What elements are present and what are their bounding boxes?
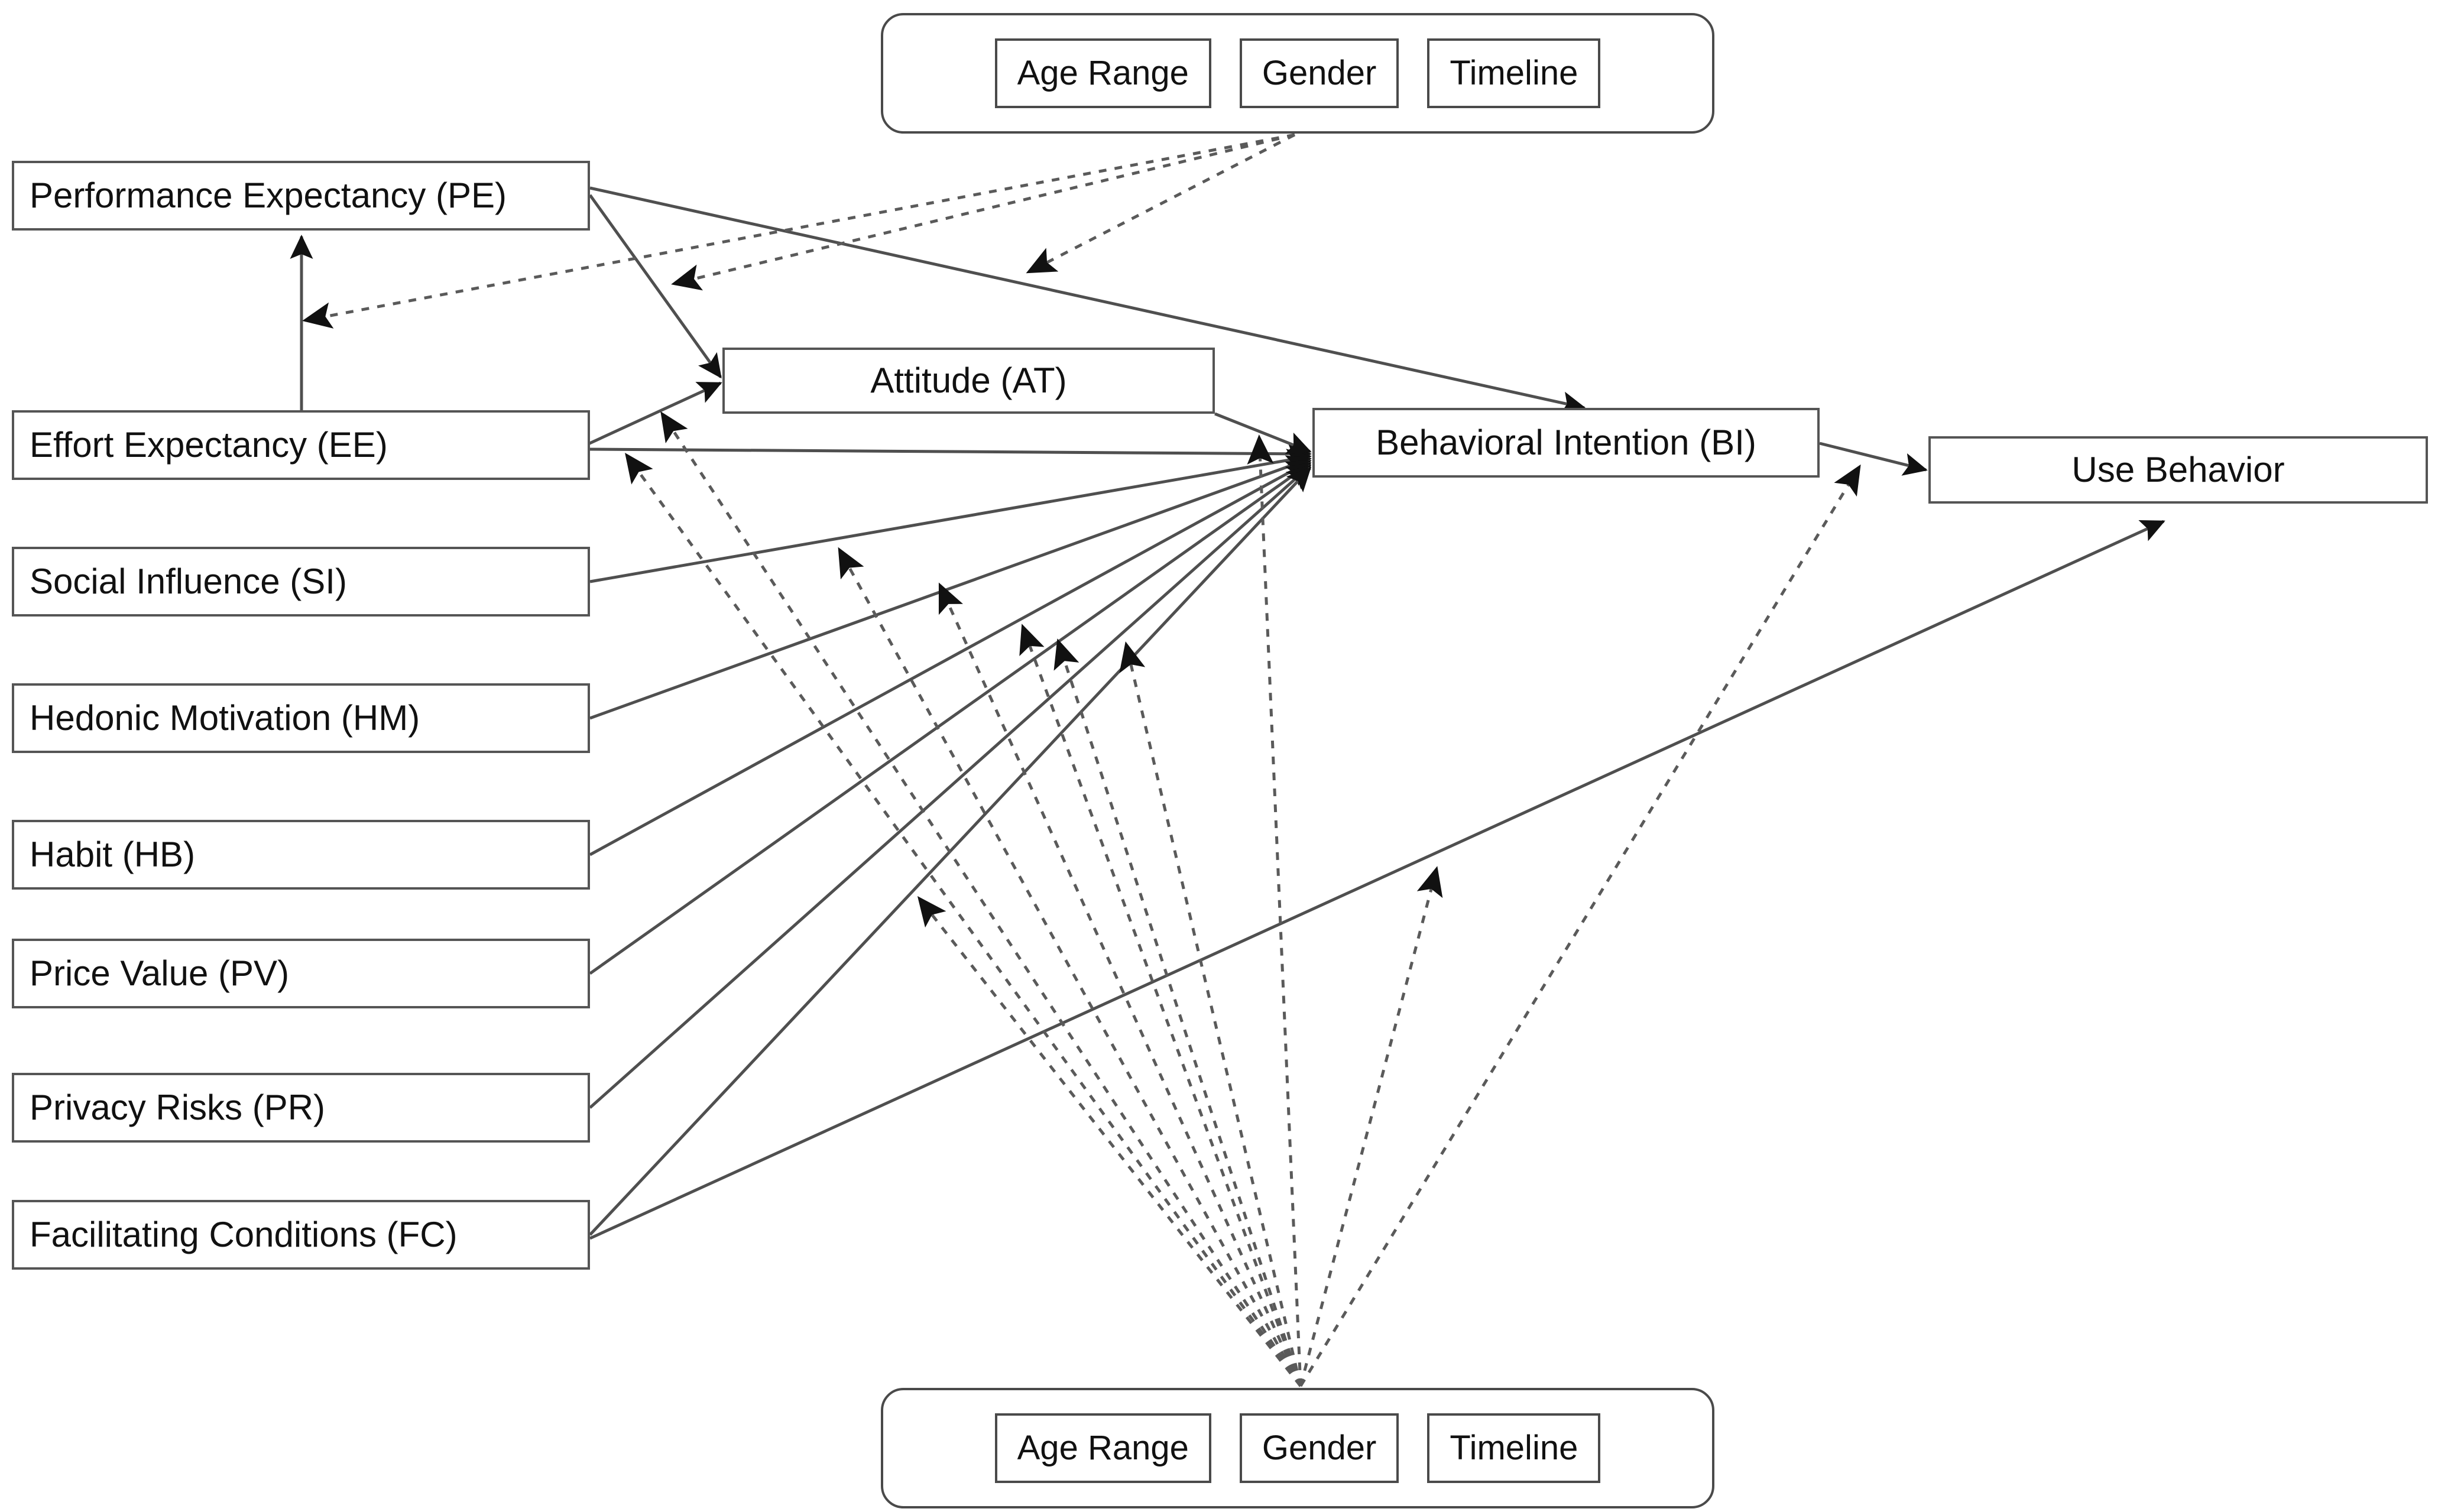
moderator-edges-bottom [625,411,1861,1387]
moderator-label: Timeline [1450,1429,1578,1467]
node-price-value[interactable]: Price Value (PV) [12,939,590,1008]
node-label: Price Value (PV) [30,953,290,993]
node-attitude[interactable]: Attitude (AT) [722,348,1215,414]
node-label: Social Influence (SI) [30,562,347,601]
moderator-gender-bottom[interactable]: Gender [1239,1413,1399,1483]
moderator-label: Age Range [1017,54,1189,92]
node-use-behavior[interactable]: Use Behavior [1928,436,2428,504]
node-habit[interactable]: Habit (HB) [12,820,590,890]
moderator-label: Gender [1262,54,1377,92]
node-label: Behavioral Intention (BI) [1376,423,1756,462]
node-behavioral-intention[interactable]: Behavioral Intention (BI) [1312,408,1820,478]
node-performance-expectancy[interactable]: Performance Expectancy (PE) [12,161,590,231]
node-label: Habit (HB) [30,835,196,874]
node-label: Privacy Risks (PR) [30,1088,326,1127]
moderator-group-top: Age Range Gender Timeline [881,13,1714,134]
node-effort-expectancy[interactable]: Effort Expectancy (EE) [12,410,590,480]
moderator-label: Age Range [1017,1429,1189,1467]
moderator-edges-top [302,133,1296,329]
node-hedonic-motivation[interactable]: Hedonic Motivation (HM) [12,683,590,753]
node-label: Attitude (AT) [870,361,1067,400]
node-label: Use Behavior [2071,450,2285,489]
moderator-gender-top[interactable]: Gender [1239,38,1399,108]
moderator-group-bottom: Age Range Gender Timeline [881,1388,1714,1508]
moderator-label: Timeline [1450,54,1578,92]
node-label: Effort Expectancy (EE) [30,425,388,465]
moderator-timeline-bottom[interactable]: Timeline [1427,1413,1601,1483]
node-label: Performance Expectancy (PE) [30,176,507,215]
moderator-timeline-top[interactable]: Timeline [1427,38,1601,108]
moderator-label: Gender [1262,1429,1377,1467]
moderator-age-range-top[interactable]: Age Range [994,38,1211,108]
node-facilitating-conditions[interactable]: Facilitating Conditions (FC) [12,1200,590,1270]
node-label: Hedonic Motivation (HM) [30,698,420,738]
solid-edges [290,186,2165,1240]
node-label: Facilitating Conditions (FC) [30,1215,458,1254]
node-social-influence[interactable]: Social Influence (SI) [12,547,590,617]
moderator-age-range-bottom[interactable]: Age Range [994,1413,1211,1483]
node-privacy-risks[interactable]: Privacy Risks (PR) [12,1073,590,1143]
